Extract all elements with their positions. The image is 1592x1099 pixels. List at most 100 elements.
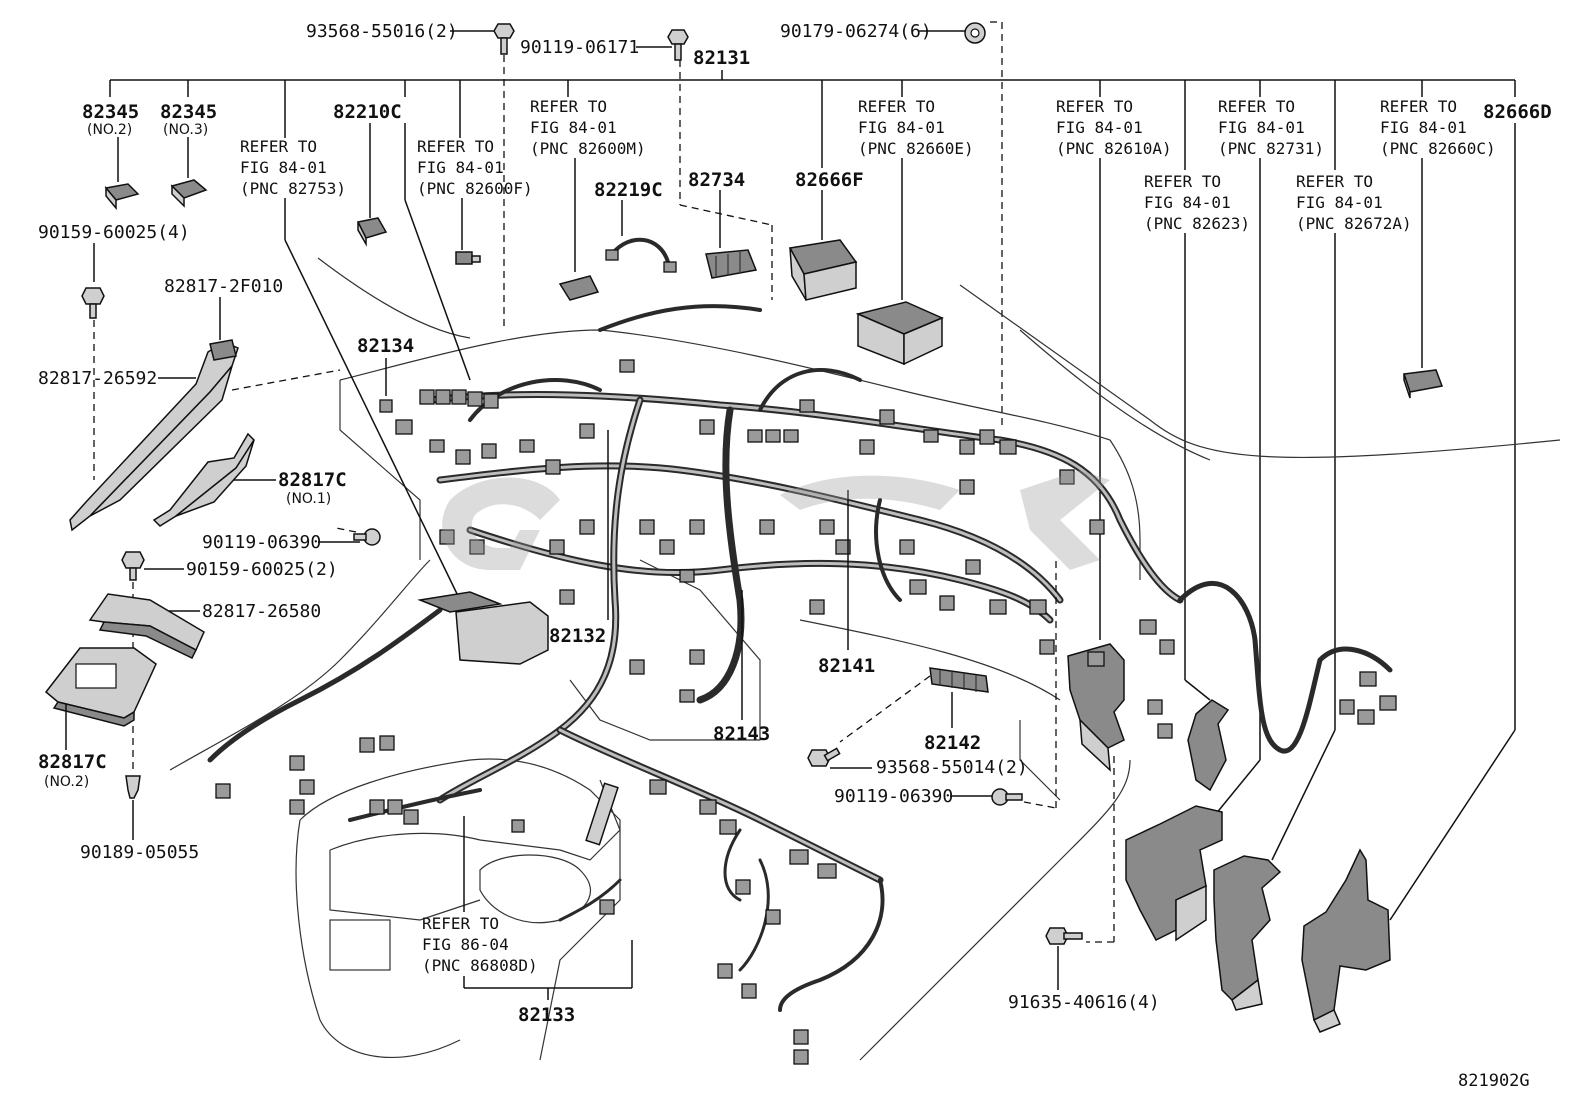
part-82666f: 82666F (788, 169, 864, 301)
svg-text:(NO.2): (NO.2) (87, 122, 132, 138)
relay-icon (104, 183, 140, 211)
fastener-93568-55016: 93568-55016(2) (306, 21, 515, 330)
part-82817c-no1: 82817C (NO.1) (152, 432, 347, 527)
switch-block-icon (705, 249, 758, 279)
svg-text:(NO.3): (NO.3) (163, 122, 208, 138)
refer-82753: REFER TO FIG 84-01 (PNC 82753) (240, 137, 346, 198)
svg-text:REFER TO: REFER TO (1380, 97, 1457, 116)
svg-text:(PNC 82660C): (PNC 82660C) (1380, 139, 1496, 158)
svg-text:90119-06390: 90119-06390 (834, 786, 953, 807)
svg-text:(PNC 82672A): (PNC 82672A) (1296, 214, 1412, 233)
svg-text:91635-40616(4): 91635-40616(4) (1008, 992, 1160, 1013)
relay-bracket-82623 (1187, 699, 1230, 792)
bolt-icon (1045, 927, 1083, 945)
bracket-82672a (1213, 855, 1282, 1011)
svg-text:82817-2F010: 82817-2F010 (164, 276, 283, 297)
relay-box-icon (788, 239, 858, 301)
figure-code: 821902G (1458, 1071, 1530, 1091)
part-82134: 82134 (357, 335, 414, 396)
svg-text:82141: 82141 (818, 655, 875, 677)
leader-82753-b (284, 239, 461, 601)
svg-text:90179-06274(6): 90179-06274(6) (780, 21, 932, 42)
module-82753 (417, 591, 549, 665)
svg-text:82666F: 82666F (795, 169, 864, 191)
svg-text:REFER TO: REFER TO (1144, 172, 1221, 191)
svg-text:93568-55014(2): 93568-55014(2) (876, 757, 1028, 778)
svg-text:(PNC 82610A): (PNC 82610A) (1056, 139, 1172, 158)
bolt-icon (667, 29, 689, 61)
part-82132: 82132 (549, 430, 609, 647)
svg-text:82219C: 82219C (594, 179, 663, 201)
svg-text:(NO.2): (NO.2) (44, 774, 89, 790)
svg-text:FIG 84-01: FIG 84-01 (240, 158, 327, 177)
svg-text:82133: 82133 (518, 1004, 575, 1026)
svg-text:82666D: 82666D (1483, 101, 1552, 123)
bolt-icon (493, 23, 515, 55)
svg-text:REFER TO: REFER TO (422, 914, 499, 933)
top-leader-bar (109, 70, 1516, 170)
svg-text:FIG 84-01: FIG 84-01 (858, 118, 945, 137)
svg-text:82143: 82143 (713, 723, 770, 745)
svg-text:90119-06390: 90119-06390 (202, 532, 321, 553)
part-82817c-no2: 82817C (NO.2) (38, 647, 157, 790)
svg-text:(PNC 82600F): (PNC 82600F) (417, 179, 533, 198)
fastener-93568-55014: 93568-55014(2) (807, 747, 1028, 778)
refer-86808d: REFER TO FIG 86-04 (PNC 86808D) (422, 816, 538, 975)
refer-82623: REFER TO FIG 84-01 (PNC 82623) (1144, 172, 1250, 701)
part-82345-no3: 82345 (NO.3) (160, 101, 217, 208)
svg-text:82817-26580: 82817-26580 (202, 601, 321, 622)
fastener-82817-26592: 82817-26592 (38, 368, 196, 389)
refer-82610a: REFER TO FIG 84-01 (PNC 82610A) (1056, 97, 1172, 640)
svg-text:(NO.1): (NO.1) (286, 491, 331, 507)
fastener-90189-05055: 90189-05055 (80, 775, 199, 863)
fastener-82817-26580: 82817-26580 (88, 593, 321, 659)
svg-text:90159-60025(4): 90159-60025(4) (38, 222, 190, 243)
part-82141: 82141 (818, 490, 875, 677)
svg-text:REFER TO: REFER TO (1056, 97, 1133, 116)
part-82345-no2: 82345 (NO.2) (82, 101, 140, 211)
svg-text:82142: 82142 (924, 732, 981, 754)
harness-connectors (215, 359, 1397, 1065)
svg-text:82817C: 82817C (38, 751, 107, 773)
refer-82672a: REFER TO FIG 84-01 (PNC 82672A) (1271, 172, 1412, 861)
refer-82600m: REFER TO FIG 84-01 (PNC 82600M) (530, 97, 646, 301)
part-82666d: 82666D (1389, 101, 1552, 921)
fastener-90119-06171: 90119-06171 (520, 29, 773, 300)
fastener-90159-60025-2: 90159-60025(2) (121, 551, 338, 770)
svg-text:82345: 82345 (82, 101, 139, 123)
relay-icon (170, 179, 208, 208)
bolt-icon (807, 747, 841, 767)
svg-text:FIG 84-01: FIG 84-01 (1056, 118, 1143, 137)
svg-text:93568-55016(2): 93568-55016(2) (306, 21, 458, 42)
svg-text:82210C: 82210C (333, 101, 402, 123)
part-82131: 82131 (693, 47, 750, 69)
svg-text:(PNC 82731): (PNC 82731) (1218, 139, 1324, 158)
svg-text:REFER TO: REFER TO (1218, 97, 1295, 116)
part-82143: 82143 (713, 590, 770, 745)
svg-text:82734: 82734 (688, 169, 745, 191)
fastener-90179-06274: 90179-06274(6) (780, 21, 1003, 430)
part-82133: 82133 (463, 940, 633, 1026)
ecu-icon (855, 301, 944, 366)
bolt-icon (121, 551, 145, 581)
svg-text:REFER TO: REFER TO (417, 137, 494, 156)
fastener-90159-60025-4: 90159-60025(4) (38, 222, 190, 480)
relay-bracket-82610a (1067, 643, 1125, 943)
fastener-90119-06390-b: 90119-06390 (834, 560, 1057, 809)
svg-text:(PNC 82600M): (PNC 82600M) (530, 139, 646, 158)
clip-nut-icon (964, 22, 986, 44)
sensor-icon (455, 251, 481, 265)
svg-text:FIG 84-01: FIG 84-01 (1296, 193, 1383, 212)
svg-text:REFER TO: REFER TO (858, 97, 935, 116)
fastener-91635-40616: 91635-40616(4) (1008, 927, 1160, 1013)
svg-text:90189-05055: 90189-05055 (80, 842, 199, 863)
svg-text:90119-06171: 90119-06171 (520, 37, 639, 58)
svg-text:FIG 84-01: FIG 84-01 (417, 158, 504, 177)
svg-text:(PNC 82623): (PNC 82623) (1144, 214, 1250, 233)
svg-text:FIG 84-01: FIG 84-01 (1218, 118, 1305, 137)
refer-82660e: REFER TO FIG 84-01 (PNC 82660E) (855, 97, 974, 366)
svg-text:REFER TO: REFER TO (1296, 172, 1373, 191)
watermark-logo (442, 470, 1110, 570)
svg-text:REFER TO: REFER TO (530, 97, 607, 116)
